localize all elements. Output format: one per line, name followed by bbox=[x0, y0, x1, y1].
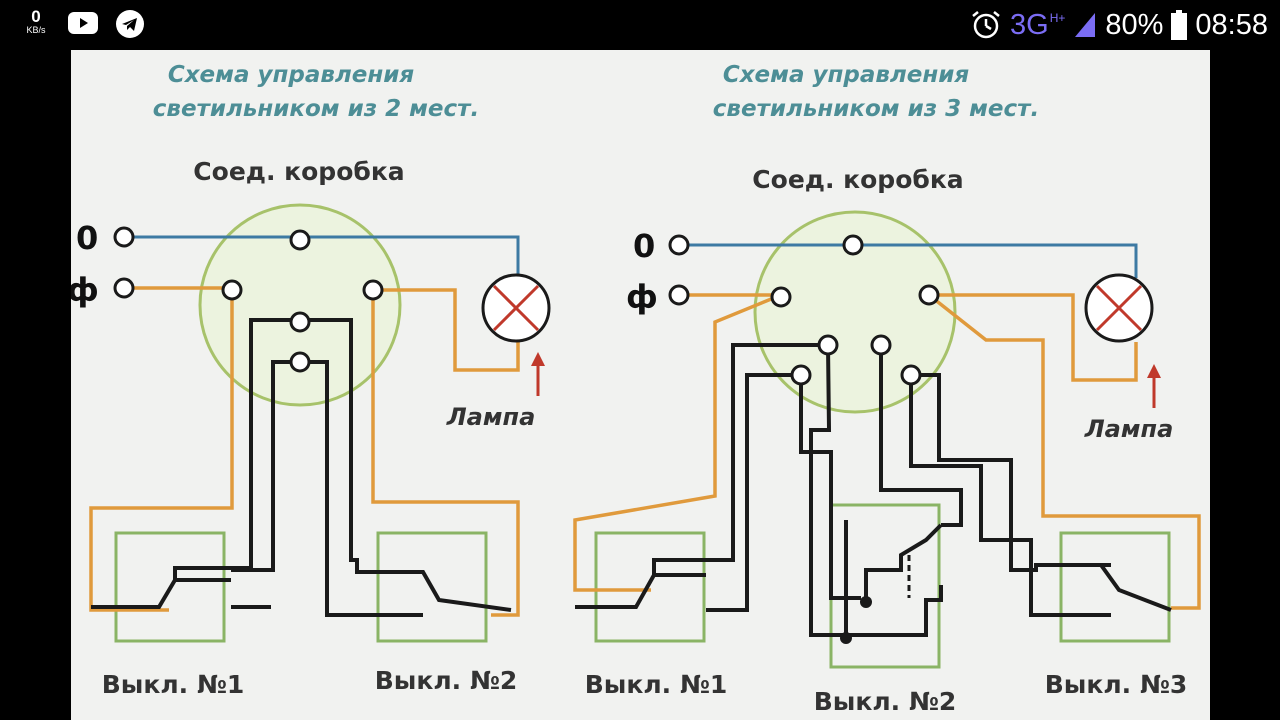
clock-time: 08:58 bbox=[1195, 8, 1268, 41]
telegram-icon bbox=[116, 10, 144, 38]
right-phase-to-switch1 bbox=[573, 293, 782, 592]
left-title-line2: светильником из 2 мест. bbox=[153, 96, 479, 122]
left-neutral-label: 0 bbox=[76, 219, 98, 257]
left-phase-terminal bbox=[113, 277, 135, 299]
left-phase-to-switch1 bbox=[89, 288, 234, 612]
right-box-terminal-phase bbox=[770, 286, 792, 308]
left-lamp-label: Лампа bbox=[446, 403, 536, 431]
right-junction-box bbox=[753, 210, 957, 414]
alarm-clock-icon bbox=[972, 11, 1000, 39]
right-switch2-contacts-a bbox=[844, 520, 943, 637]
left-traveller-b-s1 bbox=[231, 360, 300, 572]
right-lamp-wire bbox=[929, 293, 1138, 382]
right-title-line2: светильником из 3 мест. bbox=[713, 96, 1039, 122]
left-lamp-to-switch2 bbox=[371, 290, 520, 617]
left-box-label: Соед. коробка bbox=[193, 157, 404, 186]
right-switch2-node-b bbox=[840, 632, 852, 644]
right-box-terminal-neutral bbox=[842, 234, 864, 256]
left-switch2-frame bbox=[376, 531, 488, 643]
diagram-three-way: Схема управления светильником из 3 мест.… bbox=[573, 62, 1201, 716]
right-traveller-s3-c bbox=[911, 373, 1111, 572]
left-switch1-label: Выкл. №1 bbox=[102, 670, 245, 699]
right-switch1-label: Выкл. №1 bbox=[585, 670, 728, 699]
right-switch2-label: Выкл. №2 bbox=[814, 687, 957, 716]
left-lamp-wire bbox=[373, 288, 520, 372]
right-lamp-cross-b bbox=[1095, 284, 1143, 332]
right-switch3-lever bbox=[1039, 563, 1172, 612]
right-switch1-frame bbox=[594, 531, 706, 643]
left-box-terminal-traveller-a bbox=[289, 311, 311, 333]
right-box-label: Соед. коробка bbox=[752, 165, 963, 194]
right-traveller-s2-b bbox=[799, 375, 861, 600]
left-switch2-lever bbox=[356, 570, 512, 612]
right-box-terminal-t1 bbox=[817, 334, 839, 356]
right-lamp-label: Лампа bbox=[1084, 415, 1174, 443]
left-box-terminal-neutral bbox=[289, 229, 311, 251]
right-title-line1: Схема управления bbox=[723, 62, 970, 88]
left-switch1-frame bbox=[114, 531, 226, 643]
right-phase-terminal bbox=[668, 284, 690, 306]
right-switch2-contacts-b bbox=[864, 523, 943, 598]
right-switch3-label: Выкл. №3 bbox=[1045, 670, 1188, 699]
left-box-terminal-phase bbox=[221, 279, 243, 301]
wiring-diagrams: Схема управления светильником из 2 мест.… bbox=[71, 62, 1201, 716]
right-traveller-s3-b bbox=[909, 375, 1111, 617]
wiring-diagram-image: Схема управления светильником из 2 мест.… bbox=[71, 50, 1210, 720]
network-speed-value: 0 bbox=[31, 7, 41, 26]
left-switch1-lever bbox=[91, 578, 231, 609]
battery-percent: 80% bbox=[1105, 8, 1164, 41]
right-box-terminal-lamp bbox=[918, 284, 940, 306]
signal-strength-icon bbox=[1075, 13, 1096, 37]
right-box-terminal-t2 bbox=[870, 334, 892, 356]
left-box-terminal-lamp bbox=[362, 279, 384, 301]
right-neutral-terminal bbox=[668, 234, 690, 256]
network-type-sup: H+ bbox=[1049, 10, 1066, 25]
right-neutral-wire bbox=[679, 243, 1138, 278]
right-lamp-to-switch3 bbox=[927, 293, 1201, 610]
right-lamp-arrow-head bbox=[1147, 364, 1161, 378]
right-phase-label: ф bbox=[626, 278, 658, 316]
left-neutral-terminal bbox=[113, 226, 135, 248]
left-lamp-arrow-head bbox=[531, 352, 545, 366]
network-type-label: 3G bbox=[1010, 8, 1049, 41]
right-switch3-frame bbox=[1059, 531, 1171, 643]
network-speed: 0 KB/s bbox=[18, 8, 54, 35]
diagram-two-way: Схема управления светильником из 2 мест.… bbox=[71, 62, 551, 699]
youtube-icon bbox=[68, 12, 98, 34]
left-switch2-label: Выкл. №2 bbox=[375, 666, 518, 695]
right-traveller-s2-a bbox=[809, 344, 846, 637]
battery-icon bbox=[1171, 10, 1188, 40]
right-traveller-s1-a bbox=[652, 343, 828, 575]
right-switch1-lever bbox=[575, 573, 706, 609]
right-neutral-label: 0 bbox=[633, 227, 655, 265]
left-box-terminal-traveller-b bbox=[289, 351, 311, 373]
left-neutral-wire bbox=[124, 235, 520, 290]
right-traveller-s1-b bbox=[706, 373, 801, 612]
left-phase-label: ф bbox=[71, 271, 99, 309]
right-box-terminal-t3 bbox=[790, 364, 812, 386]
left-lamp-cross-b bbox=[492, 284, 540, 332]
network-speed-unit: KB/s bbox=[26, 25, 46, 35]
left-title-line1: Схема управления bbox=[168, 62, 415, 88]
right-switch2-node-a bbox=[860, 596, 872, 608]
right-box-terminal-t4 bbox=[900, 364, 922, 386]
right-traveller-s3-a bbox=[879, 345, 963, 527]
